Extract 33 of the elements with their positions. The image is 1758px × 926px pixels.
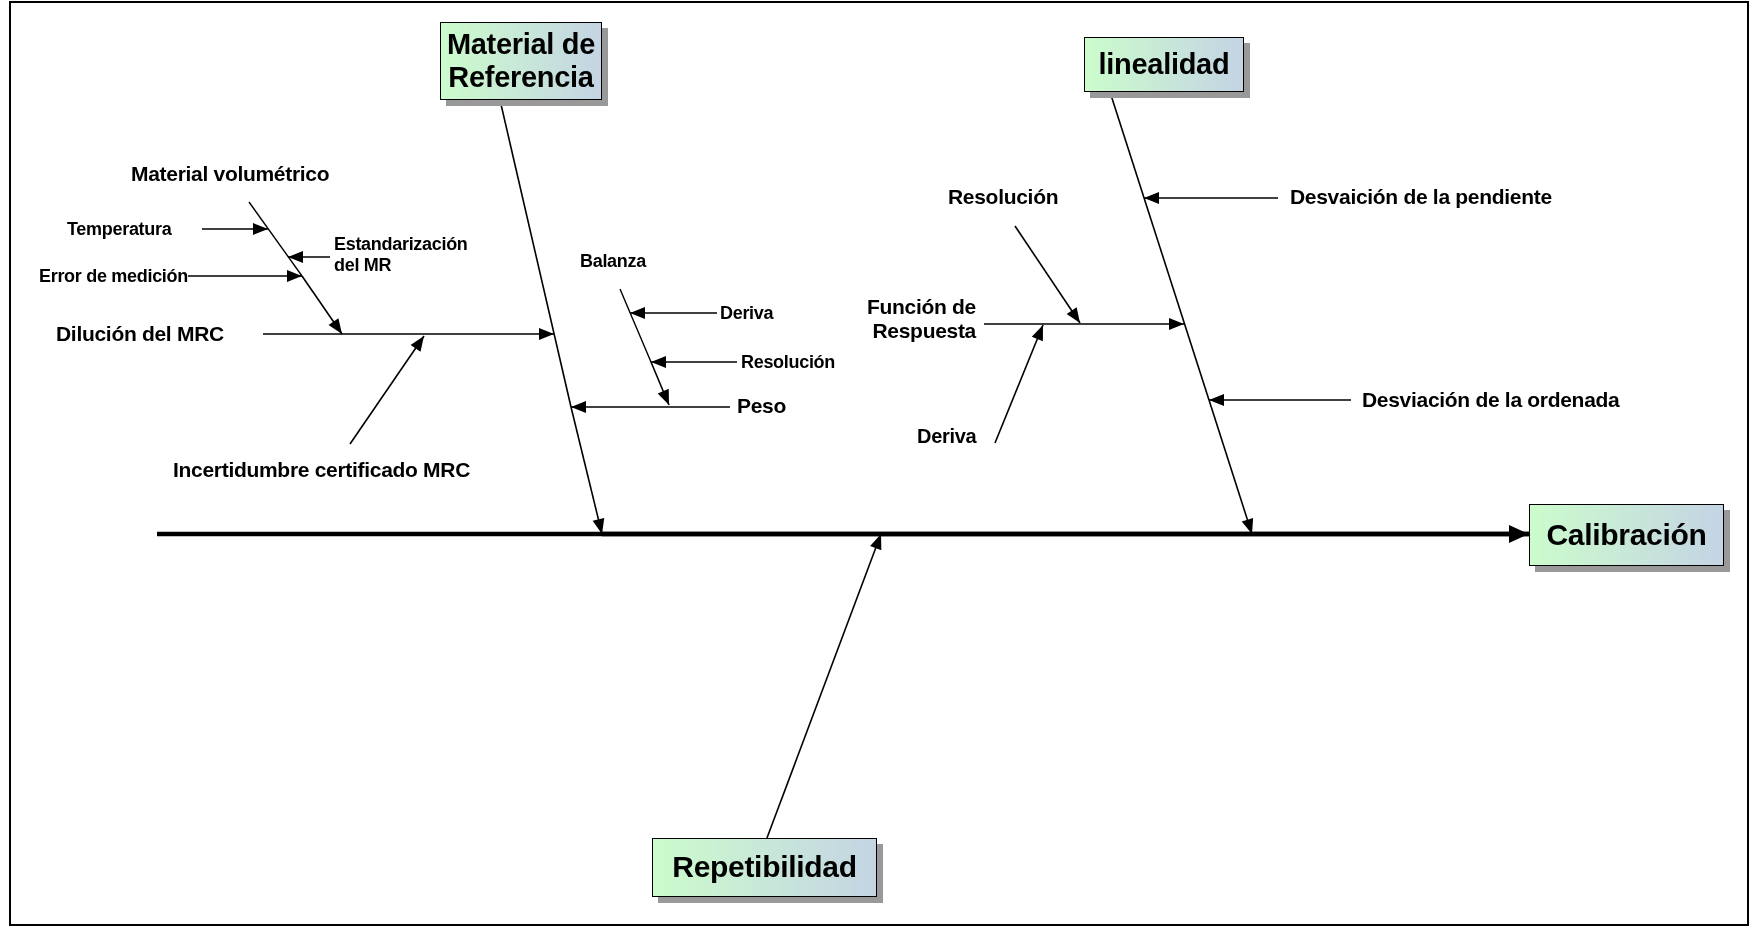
arrow [570,406,605,535]
arrow [187,270,303,282]
cause-label: Deriva [917,425,977,448]
arrow [1014,225,1081,324]
cause-label: Estandarización del MR [334,234,469,276]
arrow [994,324,1044,444]
arrow [1143,192,1279,204]
arrow [629,307,718,319]
cause-label: Temperatura [67,219,172,240]
cause-label: Resolución [948,185,1059,210]
cause-label: Balanza [580,251,646,272]
arrow [1208,399,1254,535]
cause-label: Función de Respuesta [866,295,976,344]
cause-label: Desviación de la ordenada [1362,388,1620,413]
arrow [1208,394,1352,406]
arrow [650,356,738,368]
cause-label: Dilución del MRC [56,322,224,347]
arrow [201,223,269,235]
arrow [1081,318,1185,330]
cause-label: Material volumétrico [131,162,330,187]
cause-label: Desvaición de la pendiente [1290,185,1552,210]
cause-label: Resolución [741,352,835,373]
arrow [301,275,343,335]
arrow [423,328,555,340]
arrow [287,251,331,263]
arrow [766,533,882,839]
arrow [650,361,670,406]
cause-label: Peso [737,394,786,419]
arrow [349,335,425,445]
cause-label: Error de medición [39,266,188,287]
arrow [570,401,670,413]
cause-label: Incertidumbre certificado MRC [173,458,471,483]
cause-label: Deriva [720,303,774,324]
